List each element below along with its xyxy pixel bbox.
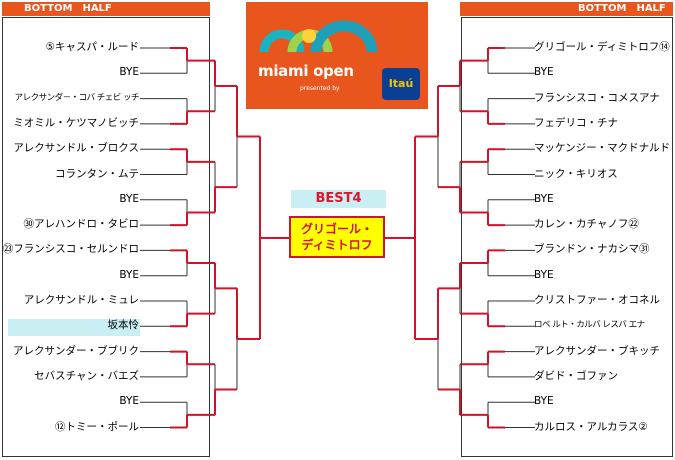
right-player-12: ロベ ルト・カルバ レスバ エナ xyxy=(534,320,645,331)
left-player-8: ㉚アレハンドロ・タビロ xyxy=(23,218,140,231)
left-player-9: ㉓フランシスコ・セルンドロ xyxy=(2,243,139,256)
logo-rings-icon xyxy=(259,20,378,53)
left-player-7: BYE xyxy=(119,192,139,205)
winner-line1: グリゴール・ xyxy=(300,222,373,236)
left-player-3: アレクサンダ－・コバ チェビ ッチ xyxy=(14,92,140,103)
right-player-1: グリゴール・ディミトロフ⑭ xyxy=(534,41,670,53)
right-player-5: マッケンジー・マクドナルド xyxy=(534,142,671,155)
left-player-16: ⑫トミー・ポール xyxy=(55,420,139,433)
best4-winner-box: グリゴール・ ディミトロフ xyxy=(289,216,385,258)
logo-presented: presented by xyxy=(300,85,340,92)
right-player-8: カレン・カチャノフ㉒ xyxy=(534,218,639,231)
sponsor-logo: Itaú xyxy=(382,68,420,100)
right-player-2: BYE xyxy=(534,66,554,79)
right-player-6: ニック・キリオス xyxy=(534,167,618,180)
right-half-header: BOTTOM HALF xyxy=(460,2,673,16)
left-bracket-frame xyxy=(2,17,210,457)
left-player-10: BYE xyxy=(119,268,139,281)
right-player-3: フランシスコ・コメスアナ xyxy=(534,91,660,104)
best4-label: BEST4 xyxy=(291,190,386,208)
right-player-9: ブランドン・ナカシマ㉛ xyxy=(534,243,650,256)
miami-open-logo: miami open presented by Itaú xyxy=(246,2,428,109)
left-player-5: アレクサンドル・ブロクス xyxy=(13,142,139,155)
left-player-14: セバスチャン・バエズ xyxy=(34,369,139,382)
left-player-2: BYE xyxy=(119,66,139,79)
left-player-13: アレクサンダー・ブブリク xyxy=(13,344,139,357)
right-player-13: アレクサンダー・ブキッチ xyxy=(534,344,660,357)
winner-line2: ディミトロフ xyxy=(301,238,373,252)
left-player-12: 坂本怜 xyxy=(107,319,140,332)
right-player-15: BYE xyxy=(534,395,554,408)
right-player-14: ダビド・ゴファン xyxy=(534,369,618,382)
right-player-4: フェデリコ・チナ xyxy=(534,116,618,129)
right-player-11: クリストファー・オコネル xyxy=(534,294,660,306)
highlight-row xyxy=(8,319,140,336)
right-player-16: カルロス・アルカラス② xyxy=(534,420,648,433)
logo-brand: miami open xyxy=(258,62,354,80)
left-half-header: BOTTOM HALF xyxy=(2,2,210,16)
right-bracket-frame xyxy=(461,17,673,457)
right-player-10: BYE xyxy=(534,268,554,281)
right-player-7: BYE xyxy=(534,192,554,205)
left-player-1: ⑤キャスパ・ルード xyxy=(45,41,139,53)
left-player-4: ミオミル・ケツマノビッチ xyxy=(13,116,139,129)
left-player-6: コランタン・ムテ xyxy=(55,167,139,180)
left-player-11: アレクサンドル・ミュレ xyxy=(23,294,139,306)
left-player-15: BYE xyxy=(119,395,139,408)
